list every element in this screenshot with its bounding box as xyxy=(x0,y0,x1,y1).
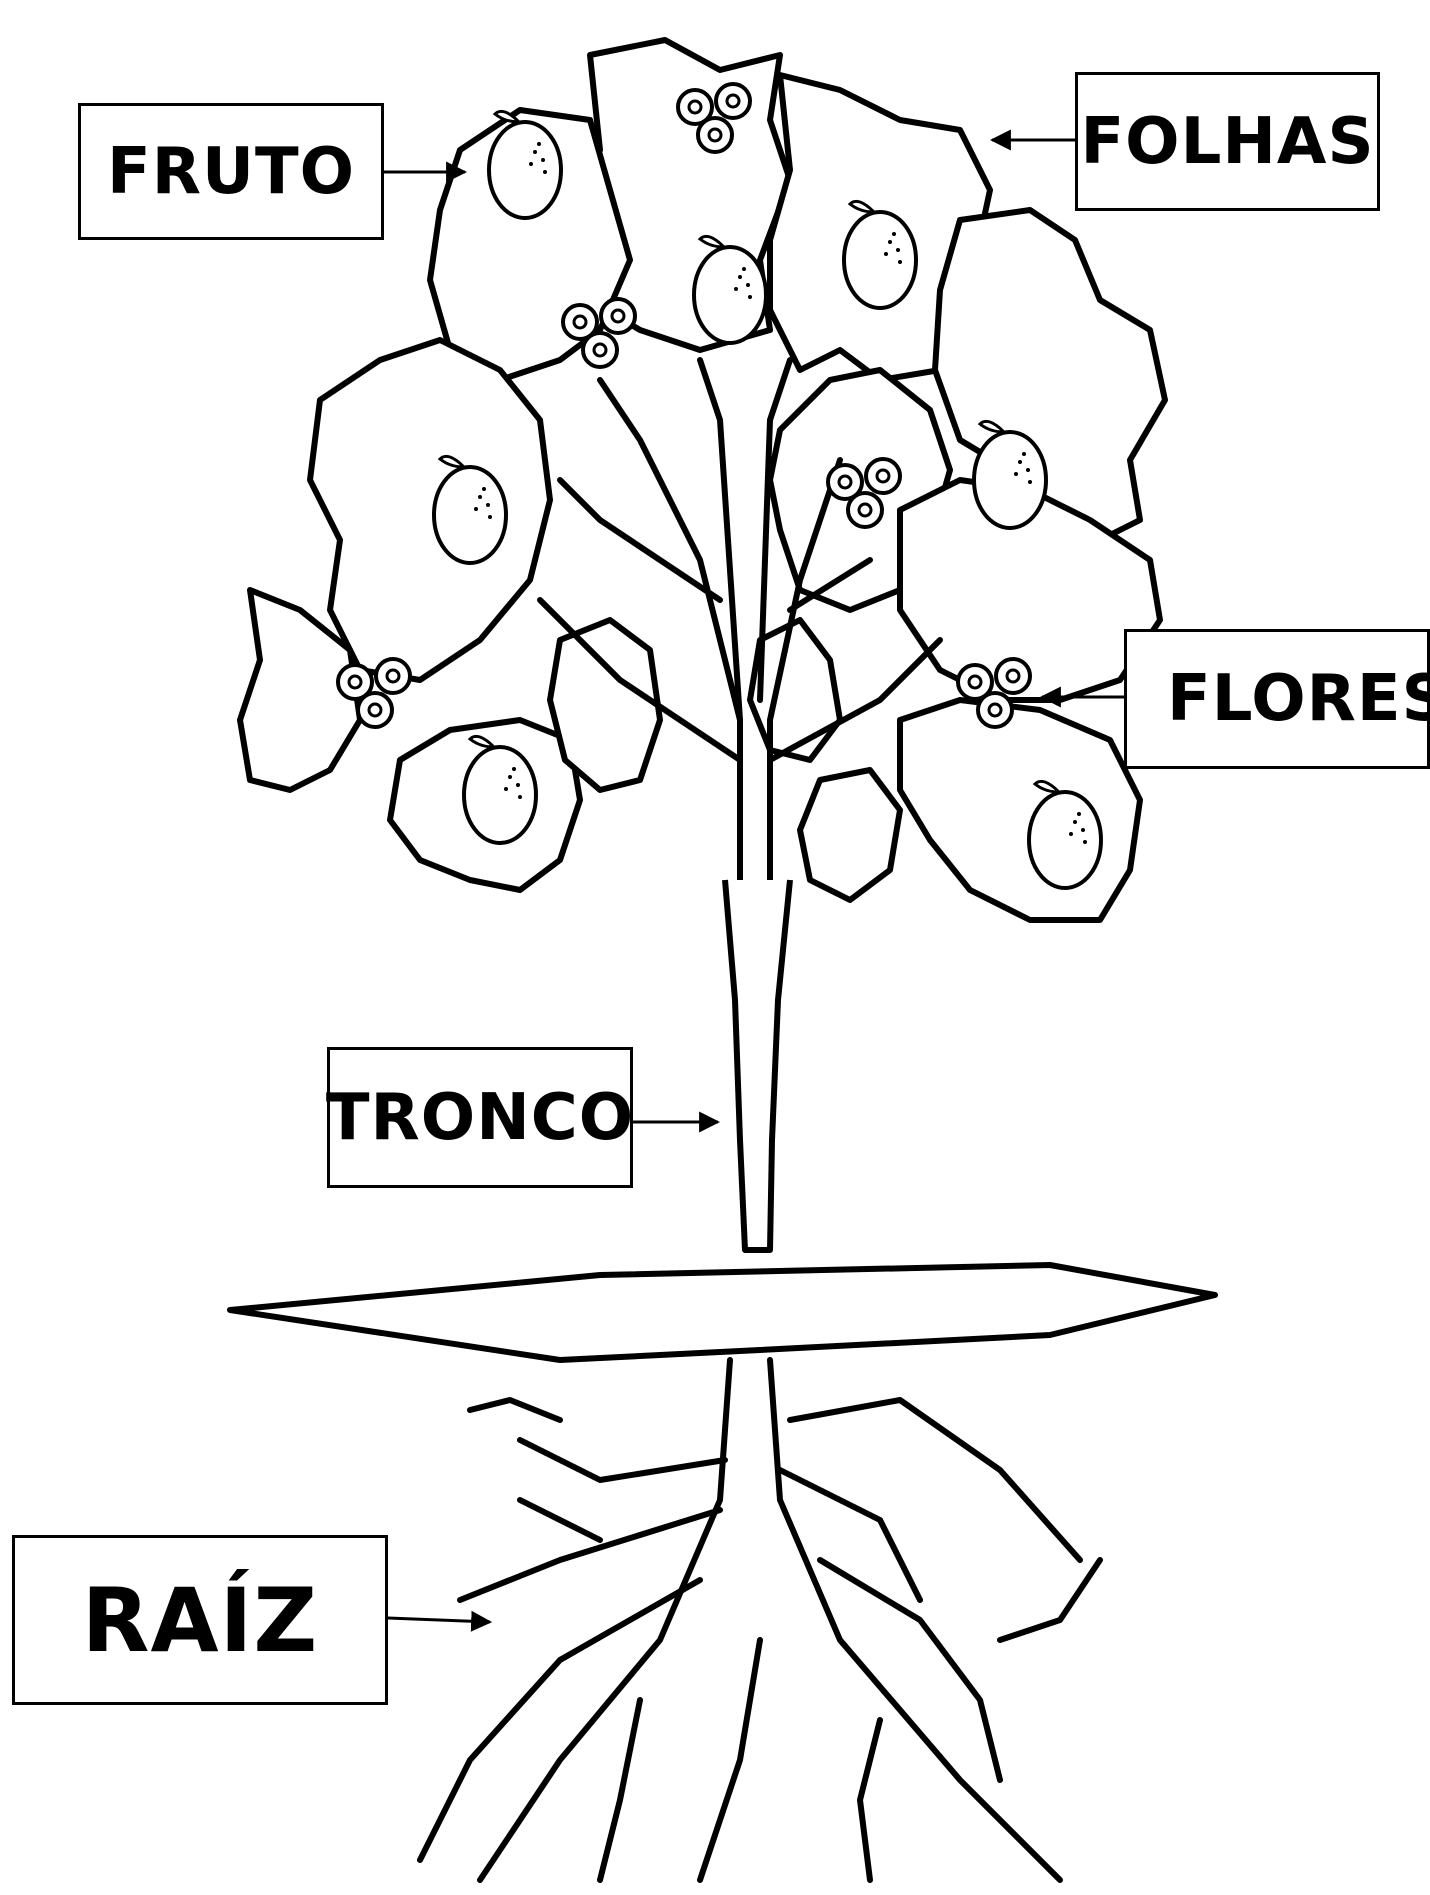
label-raiz-text: RAÍZ xyxy=(82,1569,318,1672)
leaf-cluster xyxy=(550,620,660,790)
label-flores-text: FLORES xyxy=(1167,662,1430,736)
label-tronco-text: TRONCO xyxy=(326,1081,634,1155)
tree-roots xyxy=(420,1360,1100,1880)
ground xyxy=(230,1265,1215,1360)
leaf-cluster xyxy=(900,700,1140,920)
label-folhas-text: FOLHAS xyxy=(1080,105,1374,179)
leaf-cluster xyxy=(800,770,900,900)
raiz-arrow xyxy=(388,1618,490,1622)
tree-trunk xyxy=(725,880,790,1250)
label-tronco: TRONCO xyxy=(327,1047,633,1188)
label-folhas: FOLHAS xyxy=(1075,72,1380,211)
label-raiz: RAÍZ xyxy=(12,1535,388,1705)
label-fruto-text: FRUTO xyxy=(107,135,355,209)
leaf-cluster xyxy=(310,340,550,680)
label-flores: FLORES xyxy=(1124,629,1430,769)
label-fruto: FRUTO xyxy=(78,103,384,240)
